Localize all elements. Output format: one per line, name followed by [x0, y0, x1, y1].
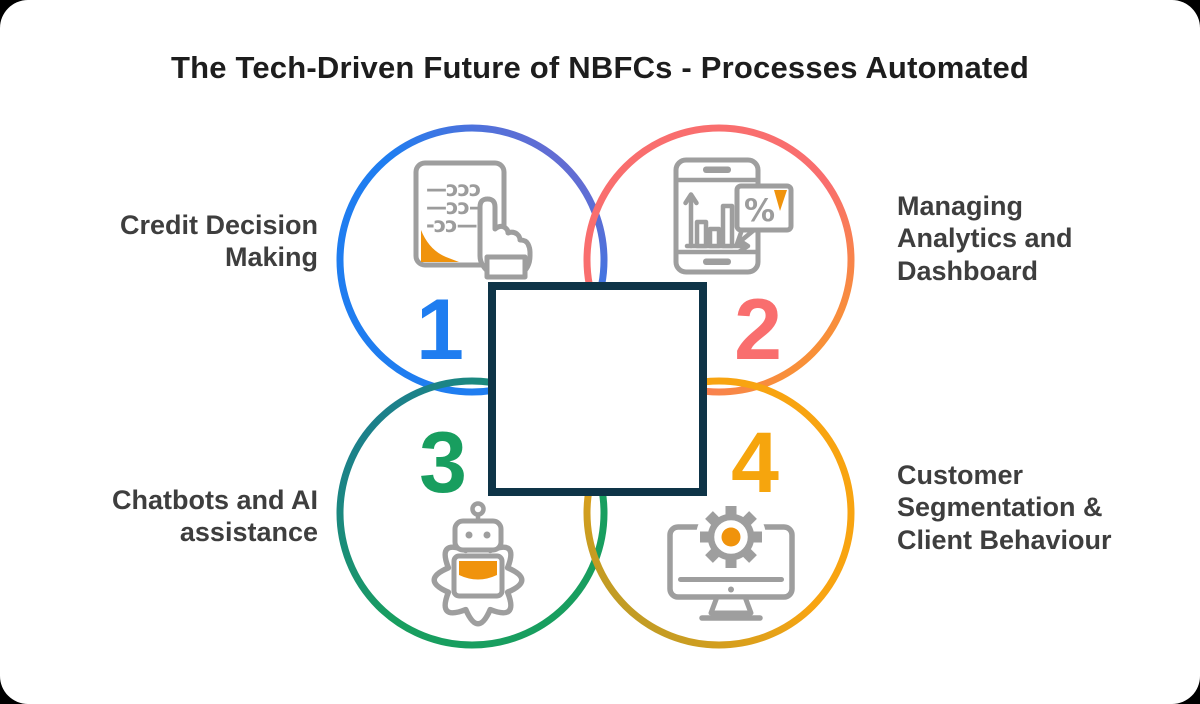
circle-2-analytics: [583, 124, 855, 396]
bubble-corner-accent: [774, 190, 787, 211]
label-line: Customer: [897, 460, 1024, 490]
circle-4-customer: [583, 377, 855, 649]
gear-center-accent: [721, 527, 741, 547]
doc-code-row-3: -ɔɔ—: [426, 213, 477, 237]
number-4: 4: [731, 415, 779, 511]
chart-bar-2: [707, 226, 722, 249]
label-line: Segmentation &: [897, 492, 1103, 523]
label-managing-analytics-dashboard: Managing Analytics and Dashboard: [897, 190, 1177, 287]
number-2: 2: [734, 282, 782, 378]
doc-corner-accent: [421, 230, 459, 262]
document-code-hand-icon: —ɔɔɔ —ɔɔ— -ɔɔ—: [413, 160, 533, 280]
robot-head: [452, 518, 504, 553]
doc-code-row-1: —ɔɔɔ: [426, 177, 481, 201]
monitor-gear-icon: [667, 502, 795, 621]
circle-3-chatbots: [336, 377, 608, 649]
chart-bar-1: [694, 219, 709, 249]
percent-sign: %: [744, 193, 775, 229]
label-line: Making: [224, 242, 318, 273]
chart-y-arrow: [683, 192, 699, 206]
label-credit-decision-making: Credit Decision Making: [62, 209, 318, 274]
robot-gear-icon: [431, 501, 525, 627]
label-chatbots-ai-assistance: Chatbots and AI assistance: [62, 484, 318, 549]
hand-wrist-band: [484, 254, 528, 280]
label-line: Chatbots and AI: [112, 485, 318, 515]
label-line: assistance: [179, 517, 318, 548]
center-square: [488, 282, 707, 496]
label-line: Analytics and: [897, 223, 1073, 254]
label-line: Credit Decision: [119, 210, 318, 240]
label-line: Managing: [897, 191, 1023, 221]
circle-1-credit: [336, 124, 608, 396]
tablet-analytics-percent-icon: %: [673, 157, 794, 275]
label-line: Client Behaviour: [897, 524, 1112, 555]
robot-eye-right: [483, 531, 491, 539]
chart-bar-3: [720, 203, 735, 249]
monitor-dot: [728, 586, 734, 593]
label-line: Dashboard: [897, 255, 1039, 286]
number-3: 3: [419, 415, 467, 511]
monitor-bottom-line: [678, 577, 784, 582]
robot-antenna-tip: [470, 501, 486, 517]
monitor-stand: [708, 594, 754, 616]
robot-eye-left: [465, 531, 473, 539]
page-title: The Tech-Driven Future of NBFCs - Proces…: [170, 50, 1030, 85]
number-1: 1: [416, 282, 464, 378]
robot-mouth: [459, 561, 497, 580]
label-customer-segmentation-behaviour: Customer Segmentation & Client Behaviour: [897, 459, 1197, 556]
